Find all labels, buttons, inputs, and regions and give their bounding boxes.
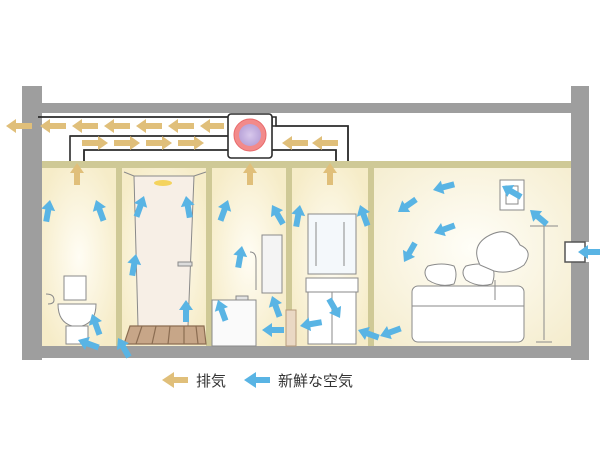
floor-slab (42, 346, 571, 358)
duct-system (38, 116, 349, 161)
ceiling-light (154, 180, 172, 186)
exhaust-arrow-icon (82, 136, 108, 150)
exhaust-arrow-icon (6, 119, 32, 133)
vanity (305, 213, 359, 345)
fresh-air-arrow-icon (41, 200, 56, 223)
building-walls (22, 86, 589, 360)
partition-2 (206, 168, 212, 346)
floor-lamp (530, 225, 558, 343)
fresh-air-arrow-icon (356, 205, 371, 227)
fresh-air-arrow-icon (88, 314, 103, 336)
exhaust-arrow-icon (323, 163, 337, 185)
exhaust-arrow-icon (72, 119, 98, 133)
exhaust-arrow-icon (168, 119, 194, 133)
fresh-air-arrow-icon (244, 372, 271, 388)
partition-1 (116, 168, 122, 346)
fresh-air-arrow-icon (398, 196, 418, 212)
fresh-air-arrow-icon (433, 180, 456, 195)
exhaust-arrow-icon (312, 136, 338, 150)
exhaust-arrow-icon (114, 136, 140, 150)
fresh-air-arrow-icon (578, 245, 600, 259)
partition-4 (368, 168, 374, 346)
duct-inner (83, 149, 337, 161)
fresh-air-arrow-icon (268, 296, 283, 318)
fresh-air-arrow-icon (127, 254, 142, 277)
ventilation-fan-icon (227, 113, 273, 159)
exhaust-arrow-icon (104, 119, 130, 133)
fresh-air-arrow-icon (326, 297, 342, 318)
left-wall (22, 86, 42, 360)
fresh-air-arrows (41, 180, 600, 359)
fresh-air-arrow-icon (270, 205, 286, 226)
fresh-air-arrow-icon (434, 222, 456, 237)
fresh-air-arrow-icon (502, 184, 523, 200)
exhaust-arrow-icon (70, 163, 84, 185)
ceiling-slab (42, 103, 571, 113)
fresh-air-arrow-icon (217, 200, 232, 222)
partition-3 (286, 168, 292, 346)
fresh-air-arrow-icon (116, 338, 132, 359)
legend: 排気 新鮮な空気 (160, 368, 363, 392)
fresh-air-arrow-icon (92, 200, 107, 222)
exhaust-arrow-icon (40, 119, 66, 133)
interior-partitions (42, 161, 571, 346)
fresh-air-arrow-icon (402, 241, 418, 262)
fresh-air-arrow-icon (530, 210, 549, 227)
fresh-air-label: 新鮮な空気 (278, 371, 354, 390)
wood-floor (123, 325, 207, 345)
fresh-air-arrow-icon (358, 326, 380, 341)
plant (476, 231, 529, 300)
exhaust-arrows (6, 119, 338, 185)
fresh-air-arrow-icon (233, 246, 248, 269)
duct-right-box (268, 116, 349, 161)
exhaust-arrow-icon (200, 119, 224, 133)
fresh-air-arrow-icon (262, 323, 284, 337)
stairs (285, 309, 297, 347)
right-wall-upper (571, 86, 589, 242)
fresh-air-arrow-icon (179, 300, 193, 322)
exhaust-arrow-icon (178, 136, 204, 150)
fresh-air-arrow-icon (180, 196, 195, 219)
exhaust-arrow-icon (282, 136, 308, 150)
fresh-air-arrow-icon (291, 205, 306, 228)
exhaust-arrow-icon (136, 119, 162, 133)
fresh-air-arrow-icon (133, 196, 148, 218)
exhaust-arrow-icon (162, 372, 188, 388)
exhaust-arrow-icon (243, 163, 257, 185)
ceiling-board (42, 161, 571, 168)
exhaust-label: 排気 (196, 371, 227, 390)
fresh-air-arrow-icon (78, 336, 100, 351)
fresh-air-arrow-icon (380, 325, 402, 340)
sofa (411, 263, 525, 343)
fresh-air-arrow-icon (300, 317, 323, 332)
right-wall-lower (571, 262, 589, 360)
fresh-air-arrow-icon (214, 300, 229, 322)
exhaust-arrow-icon (146, 136, 172, 150)
